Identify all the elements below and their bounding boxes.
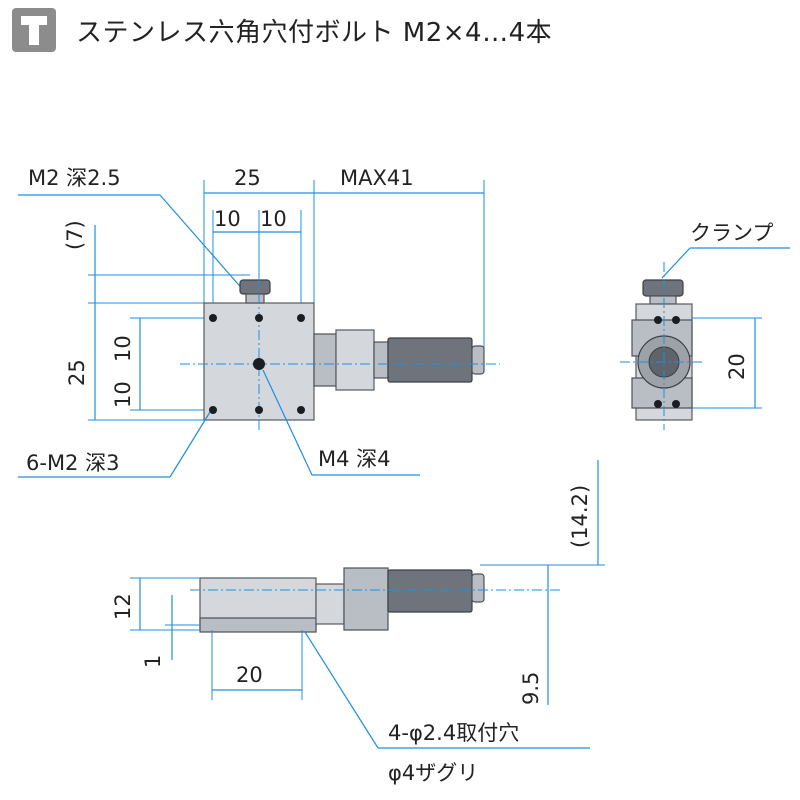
label-m2-depth: M2 深2.5 [28,166,121,190]
label-m4-depth: M4 深4 [318,447,391,471]
label-mount-holes: 4-φ2.4取付穴 [388,721,519,745]
front-view [130,460,605,749]
label-12: 12 [111,593,135,620]
label-1: 1 [141,655,165,668]
label-counterbore: φ4ザグリ [388,761,478,785]
label-6-m2: 6-M2 深3 [26,451,119,475]
dimension-labels: M2 深2.5 25 MAX41 10 10 (7) 25 10 10 6-M2… [26,166,773,785]
header: ステンレス六角穴付ボルト M2×4…4本 [0,0,800,80]
label-clamp: クランプ [690,221,773,245]
label-9-5: 9.5 [519,672,543,705]
label-10-b: 10 [260,207,287,231]
label-10-c: 10 [111,335,135,362]
top-view [18,180,500,478]
label-7: (7) [63,220,87,250]
side-view [620,247,790,430]
mounting-holes [209,314,305,414]
header-title: ステンレス六角穴付ボルト M2×4…4本 [76,18,553,48]
label-25-left: 25 [65,359,89,386]
label-20-bottom: 20 [236,663,263,687]
label-10-d: 10 [111,381,135,408]
label-max41: MAX41 [340,166,414,190]
label-20-side: 20 [725,353,749,380]
label-10-a: 10 [214,207,241,231]
label-25-top: 25 [234,166,261,190]
label-14-2: (14.2) [568,485,592,548]
hex-bolt-icon [12,8,56,52]
